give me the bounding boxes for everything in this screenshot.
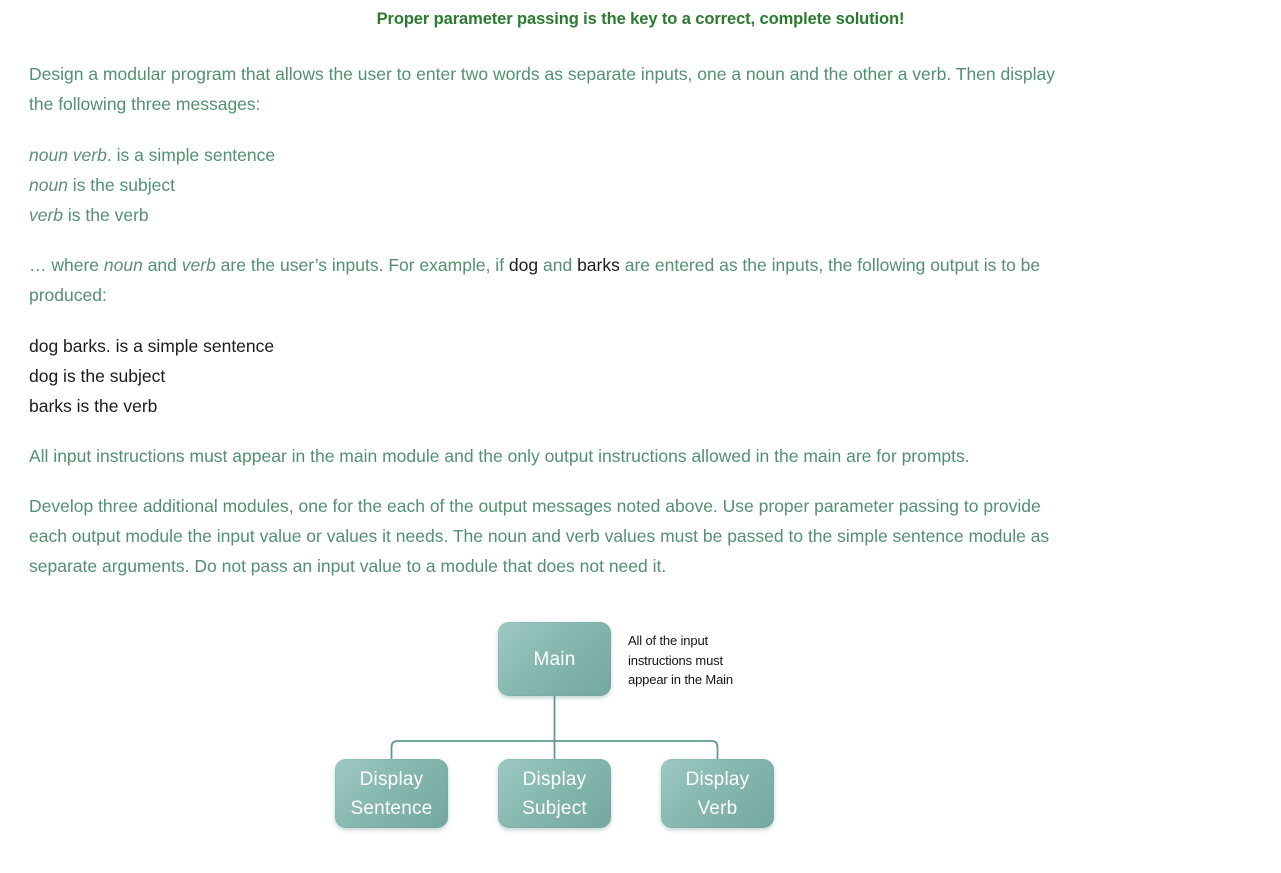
where-mid1: and xyxy=(142,255,182,275)
display-subject-line1: Display xyxy=(522,768,587,790)
template-message-1-emphasis: noun verb xyxy=(29,145,107,165)
paragraph-main-module-rule: All input instructions must appear in th… xyxy=(29,446,970,466)
where-tail: are entered as the inputs, the following… xyxy=(29,255,1041,305)
prose-body: Design a modular program that allows the… xyxy=(0,59,1281,581)
display-verb-line2: Verb xyxy=(697,797,738,819)
display-sentence-line1: Display xyxy=(359,768,424,790)
diagram-annotation-main: All of the input instructions must appea… xyxy=(628,631,808,690)
template-message-line-2: noun is the subject xyxy=(29,170,1253,200)
diagram-node-main[interactable]: Main xyxy=(498,622,611,696)
where-mid3: and xyxy=(538,255,578,275)
where-verb-emphasis: verb xyxy=(181,255,216,275)
display-verb-line1: Display xyxy=(685,768,750,790)
where-mid2: are the user’s inputs. For example, if xyxy=(215,255,509,275)
where-dog-literal: dog xyxy=(508,255,539,275)
diagram-annotation-line-3: appear in the Main xyxy=(628,672,733,687)
where-barks-literal: barks xyxy=(577,255,620,275)
example-output-line-3: barks is the verb xyxy=(29,396,158,416)
display-subject-line2: Subject xyxy=(522,797,587,819)
paragraph-where-clause: … where noun and verb are the user’s inp… xyxy=(29,250,1075,310)
paragraph-intro: Design a modular program that allows the… xyxy=(29,64,1055,114)
template-message-1-rest: . is a simple sentence xyxy=(106,145,276,165)
page-title: Proper parameter passing is the key to a… xyxy=(376,10,905,28)
diagram-annotation-line-1: All of the input xyxy=(628,633,708,648)
template-message-3-emphasis: verb xyxy=(29,205,64,225)
template-message-line-3: verb is the verb xyxy=(29,200,1253,230)
diagram-annotation-line-2: instructions must xyxy=(628,652,723,668)
example-output-block: dog barks. is a simple sentence dog is t… xyxy=(29,331,1253,421)
paragraph-develop-modules: Develop three additional modules, one fo… xyxy=(29,496,1050,576)
where-lead: … where xyxy=(29,255,104,275)
template-message-3-rest: is the verb xyxy=(63,205,149,225)
example-output-line-1: dog barks. is a simple sentence xyxy=(29,336,275,356)
template-message-2-rest: is the subject xyxy=(67,175,175,195)
template-message-2-emphasis: noun xyxy=(29,175,68,195)
diagram-node-main-label: Main xyxy=(533,648,576,670)
display-sentence-line2: Sentence xyxy=(350,797,433,819)
example-output-line-2: dog is the subject xyxy=(29,366,166,386)
template-messages-block: noun verb. is a simple sentence noun is … xyxy=(29,140,1253,230)
template-message-line-1: noun verb. is a simple sentence xyxy=(29,140,1253,170)
where-noun-emphasis: noun xyxy=(103,255,143,275)
